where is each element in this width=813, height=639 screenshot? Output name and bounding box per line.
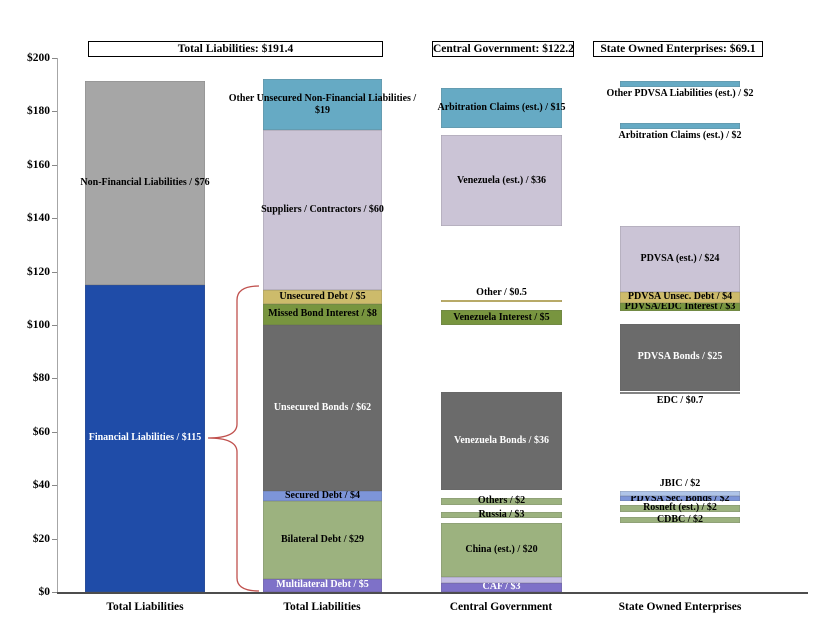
bar-segment: Missed Bond Interest / $8 xyxy=(263,303,382,325)
y-tick-label: $120 xyxy=(27,265,50,278)
segment-label: Venezuela Interest / $5 xyxy=(453,311,550,323)
y-tick-mark xyxy=(52,538,57,540)
x-axis-label: State Owned Enterprises xyxy=(618,601,742,613)
y-tick-mark xyxy=(52,431,57,433)
y-tick-label: $60 xyxy=(32,425,50,438)
y-tick-mark xyxy=(52,592,57,593)
bar-segment: Russia / $3 xyxy=(441,509,562,520)
bar-segment: Others / $2 xyxy=(441,496,562,507)
segment-label: CDBC / $2 xyxy=(656,513,704,525)
header-box-central-government: Central Government: $122.2 xyxy=(432,41,574,57)
y-tick-mark xyxy=(52,58,57,59)
bar-segment: Suppliers / Contractors / $60 xyxy=(261,130,384,291)
header-box-total-liabilities: Total Liabilities: $191.4 xyxy=(88,41,383,57)
bar-segment: Multilateral Debt / $5 xyxy=(263,578,382,592)
y-tick-label: $20 xyxy=(32,532,50,545)
bar-column-1: Financial Liabilities / $115 Non-Financia… xyxy=(80,58,210,592)
segment-label: EDC / $0.7 xyxy=(656,394,704,406)
y-tick-label: $180 xyxy=(27,105,50,118)
segment-label: PDVSA Unsec. Debt / $4 xyxy=(627,291,733,303)
bar-segment: Other PDVSA Liabilities (est.) / $2 xyxy=(606,80,754,99)
segment-label: Secured Debt / $4 xyxy=(284,489,361,501)
bar-segment: Other Unsecured Non-Financial Liabilitie… xyxy=(229,79,416,131)
bar-segment: PDVSA (est.) / $24 xyxy=(620,226,740,292)
segment-label: Venezuela (est.) / $36 xyxy=(456,174,547,186)
y-tick-label: $40 xyxy=(32,479,50,492)
y-tick-mark xyxy=(52,378,57,380)
y-tick-label: $80 xyxy=(32,372,50,385)
bar-segment: PDVSA Unsec. Debt / $4 xyxy=(620,292,740,304)
x-axis-line xyxy=(57,592,808,594)
bar-segment: Financial Liabilities / $115 xyxy=(85,284,205,592)
segment-label: Multilateral Debt / $5 xyxy=(276,579,369,591)
y-tick-label: $0 xyxy=(38,586,51,598)
y-tick-label: $160 xyxy=(27,158,50,171)
segment-label: Unsecured Bonds / $62 xyxy=(273,401,372,413)
bar-segment: Rosneft (est.) / $2 xyxy=(620,503,740,514)
bar-segment: China (est.) / $20 xyxy=(441,523,562,578)
y-tick-label: $200 xyxy=(27,52,50,64)
segment-label: JBIC / $2 xyxy=(659,477,701,489)
segment-label: Financial Liabilities / $115 xyxy=(88,432,202,444)
plot-area: Financial Liabilities / $115 Non-Financia… xyxy=(0,58,813,593)
bar-segment: Other / $0.5 xyxy=(441,287,562,303)
bar-segment: Unsecured Debt / $5 xyxy=(263,290,382,304)
segment-label: Other PDVSA Liabilities (est.) / $2 xyxy=(606,87,754,99)
y-tick-label: $140 xyxy=(27,212,50,225)
segment-label: Russia / $3 xyxy=(478,509,525,521)
x-axis-label: Central Government xyxy=(449,601,553,613)
y-tick-label: $100 xyxy=(27,319,50,331)
bar-segment: PDVSA Bonds / $25 xyxy=(620,323,740,391)
bar-segment: JBIC / $2 xyxy=(620,478,740,496)
bar-segment: BID and Others / $2 xyxy=(441,564,562,583)
x-axis-label: Total Liabilities xyxy=(106,601,184,613)
segment-label: Suppliers / Contractors / $60 xyxy=(261,204,384,216)
bar-segment: PDVSA/EDC Interest / $3 xyxy=(620,301,740,312)
bar-segment: Venezuela (est.) / $36 xyxy=(441,134,562,227)
segment-label: Others / $2 xyxy=(477,495,526,507)
segment-label: Unsecured Debt / $5 xyxy=(279,291,366,303)
y-tick-mark xyxy=(52,271,57,273)
y-tick-mark xyxy=(52,218,57,220)
bar-segment: Arbitration Claims (est.) / $15 xyxy=(437,87,566,128)
bar-segment: Venezuela Bonds / $36 xyxy=(441,391,562,490)
y-tick-mark xyxy=(52,325,57,326)
bar-segment: Venezuela Interest / $5 xyxy=(441,310,562,325)
y-tick-mark xyxy=(52,111,57,113)
header-box-state-owned-enterprises: State Owned Enterprises: $69.1 xyxy=(593,41,763,57)
x-axis-label: Total Liabilities xyxy=(283,601,361,613)
bar-column-2: Multilateral Debt / $5 Bilateral Debt / $… xyxy=(229,58,416,592)
bar-segment: CDBC / $2 xyxy=(620,514,740,525)
segment-label: Rosneft (est.) / $2 xyxy=(643,502,717,514)
bar-column-3: CAF / $3BID and Others / $2 China (est.) … xyxy=(437,58,566,593)
segment-label: Venezuela Bonds / $36 xyxy=(454,434,549,446)
segment-label: Other Unsecured Non-Financial Liabilitie… xyxy=(228,92,417,116)
bar-segment: EDC / $0.7 xyxy=(620,391,740,406)
y-tick-mark xyxy=(52,164,57,166)
y-tick-mark xyxy=(52,485,57,487)
segment-label: Arbitration Claims (est.) / $15 xyxy=(437,102,566,114)
bar-segment: Unsecured Bonds / $62 xyxy=(263,325,382,491)
segment-label: Non-Financial Liabilities / $76 xyxy=(80,177,210,189)
segment-label: Missed Bond Interest / $8 xyxy=(268,308,377,320)
y-axis-line xyxy=(57,58,58,592)
bar-segment: Secured Debt / $4 xyxy=(263,490,382,502)
segment-label: Other / $0.5 xyxy=(476,287,527,299)
bar-segment: Non-Financial Liabilities / $76 xyxy=(80,80,210,285)
segment-label: China (est.) / $20 xyxy=(465,544,538,556)
segment-label: PDVSA Bonds / $25 xyxy=(637,351,723,363)
segment-label: Bilateral Debt / $29 xyxy=(280,534,365,546)
segment-label: PDVSA (est.) / $24 xyxy=(640,253,720,265)
bar-segment: CAF / $3 xyxy=(441,582,562,593)
bar-segment: Bilateral Debt / $29 xyxy=(263,501,382,579)
bar-segment: Arbitration Claims (est.) / $2 xyxy=(618,123,742,141)
bar-segment: PDVSA Sec. Bonds / $2 xyxy=(620,493,740,504)
segment-label: Arbitration Claims (est.) / $2 xyxy=(618,130,742,141)
